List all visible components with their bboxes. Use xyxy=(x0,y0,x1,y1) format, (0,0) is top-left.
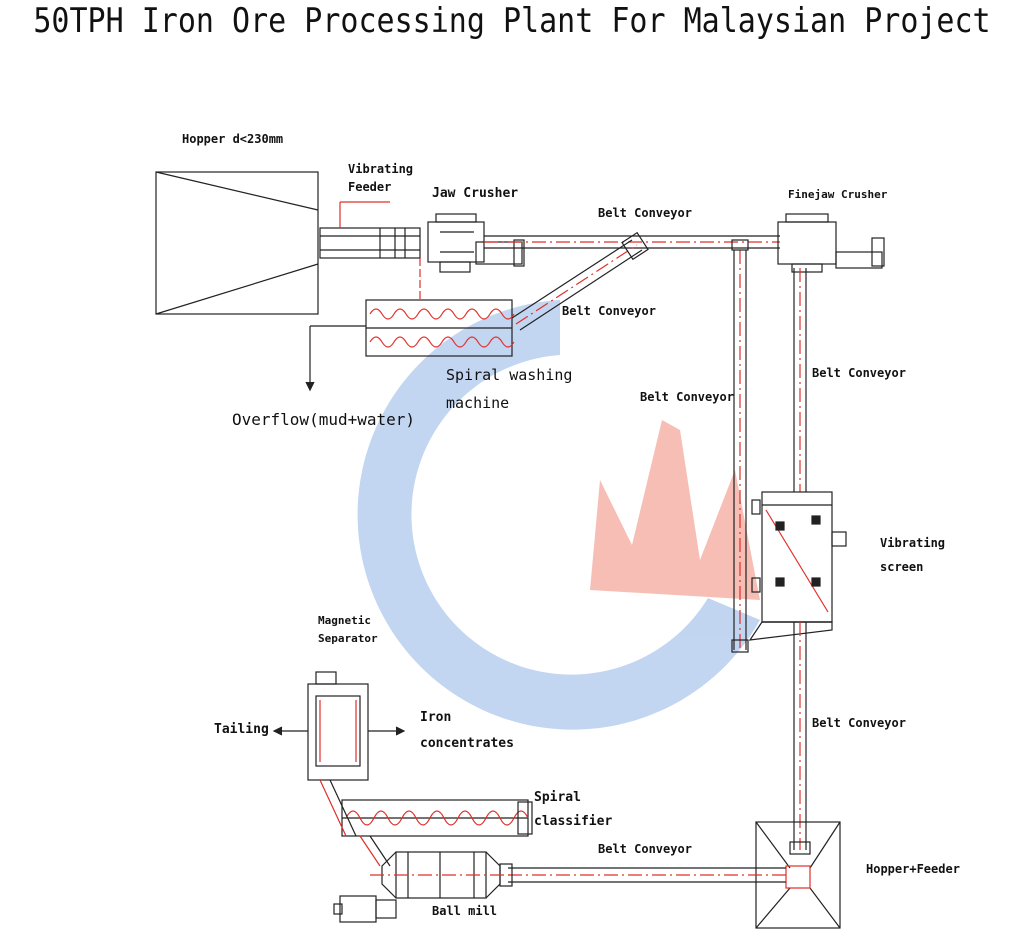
belt-conveyor-top xyxy=(484,235,780,249)
spiral-classifier-label-line1: Spiral xyxy=(534,790,581,805)
magnetic-separator-label-line2: Separator xyxy=(318,632,378,645)
iron-concentrates-label-line2: concentrates xyxy=(420,736,514,751)
magnetic-separator xyxy=(272,671,406,837)
iron-concentrates-label-line1: Iron xyxy=(420,710,452,725)
magnetic-separator-label-line1: Magnetic xyxy=(318,614,371,627)
belt-conveyor-bottom xyxy=(499,863,786,887)
spiral-washing-label-line1: Spiral washing xyxy=(446,366,573,384)
tailing-label: Tailing xyxy=(214,722,269,737)
watermark-logo xyxy=(357,300,760,730)
vibrating-feeder-label-line1: Vibrating xyxy=(348,162,414,176)
finejaw-crusher xyxy=(777,213,885,273)
belt-conveyor-right-lower-label: Belt Conveyor xyxy=(812,716,906,730)
belt-conveyor-incline xyxy=(511,231,649,331)
jaw-crusher-label: Jaw Crusher xyxy=(432,186,519,201)
finejaw-crusher-label: Finejaw Crusher xyxy=(788,188,888,201)
vibrating-screen-label-line2: screen xyxy=(880,560,924,574)
belt-conveyor-right-upper xyxy=(793,268,807,492)
spiral-classifier-label-line2: classifier xyxy=(534,814,613,829)
vibrating-feeder-label-line2: Feeder xyxy=(348,180,392,194)
vibrating-screen-label-line1: Vibrating xyxy=(880,536,946,550)
belt-conveyor-bottom-label: Belt Conveyor xyxy=(598,842,692,856)
belt-conveyor-incline-label: Belt Conveyor xyxy=(562,304,656,318)
spiral-classifier xyxy=(341,799,533,867)
belt-conveyor-right-lower xyxy=(789,622,811,855)
spiral-washing-label-line2: machine xyxy=(446,394,510,412)
spiral-washing-machine xyxy=(305,258,515,392)
hopper-feeder-label: Hopper+Feeder xyxy=(866,862,960,876)
hopper-feeder xyxy=(755,821,841,929)
overflow-label: Overflow(mud+water) xyxy=(232,410,416,429)
belt-conveyor-top-label: Belt Conveyor xyxy=(598,206,692,220)
diagram-title: 50TPH Iron Ore Processing Plant For Mala… xyxy=(33,1,991,42)
vibrating-feeder xyxy=(319,201,421,259)
belt-conveyor-return xyxy=(731,239,749,653)
belt-conveyor-right-upper-label: Belt Conveyor xyxy=(812,366,906,380)
vibrating-screen xyxy=(748,491,847,641)
jaw-crusher xyxy=(427,213,525,273)
ball-mill xyxy=(333,851,510,923)
belt-conveyor-return-label: Belt Conveyor xyxy=(640,390,734,404)
hopper-d230 xyxy=(155,171,319,315)
hopper-label: Hopper d<230mm xyxy=(182,132,284,146)
ball-mill-label: Ball mill xyxy=(432,904,498,918)
